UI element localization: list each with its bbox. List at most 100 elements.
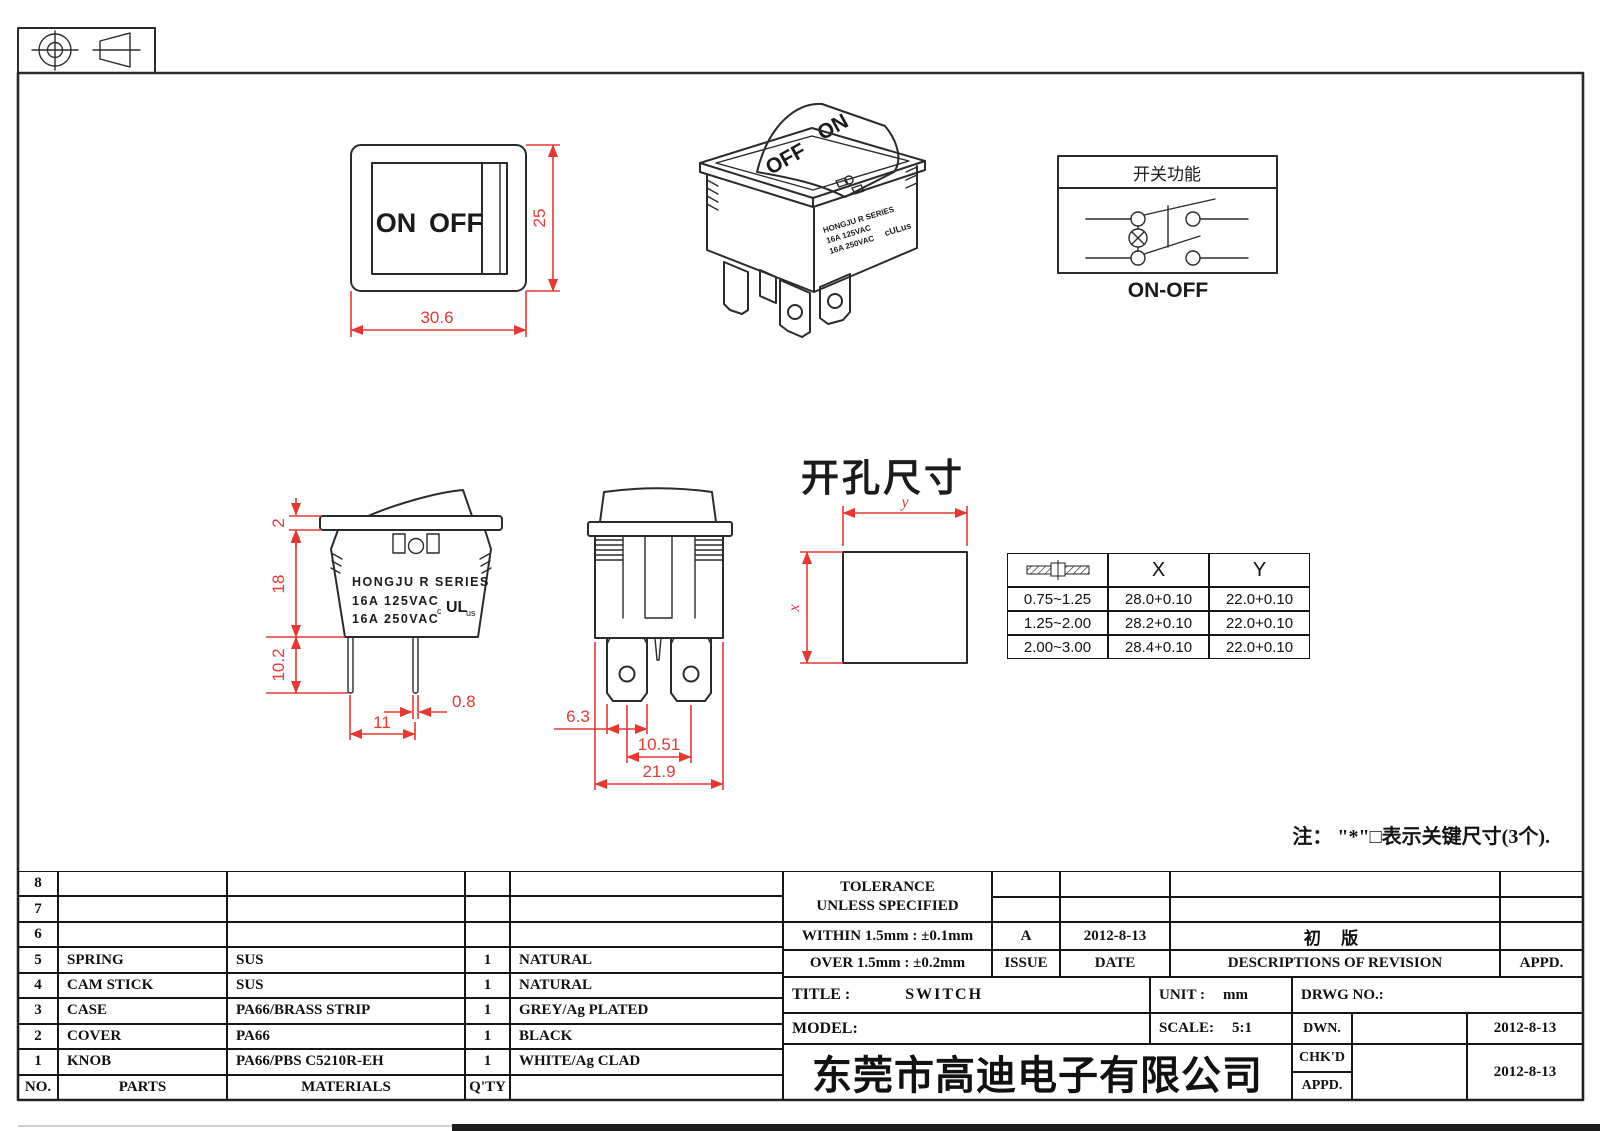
revision-description-label: DESCRIPTIONS OF REVISION (1170, 950, 1500, 977)
issue-value: A (992, 922, 1060, 950)
scale-label: SCALE: (1159, 1020, 1215, 1036)
bom-part (58, 871, 227, 897)
dwn-signature-cell (1352, 1013, 1467, 1044)
bom-qty: 1 (465, 998, 510, 1024)
unit-cell: UNIT : mm (1150, 977, 1292, 1013)
bom-header-color (510, 1074, 783, 1100)
tolerance-cell: TOLERANCE UNLESS SPECIFIED (783, 871, 992, 922)
bom-material: PA66/BRASS STRIP (227, 998, 465, 1024)
bom-color: WHITE/Ag CLAD (510, 1049, 783, 1075)
issue-label: ISSUE (992, 950, 1060, 977)
bom-qty (465, 871, 510, 897)
bom-no: 5 (18, 947, 58, 973)
bom-no: 7 (18, 896, 58, 922)
xy-cell: 28.2+0.10 (1108, 611, 1209, 635)
sheet-frame (16, 27, 1585, 1102)
dim-11: 11 (373, 713, 391, 732)
issue-date-value: 2012-8-13 (1060, 922, 1170, 950)
bom-material: PA66 (227, 1023, 465, 1050)
revision-description-value: 初 版 (1170, 922, 1500, 950)
bom-no: 8 (18, 871, 58, 897)
side-marking-line1: HONGJU R SERIES (352, 575, 490, 589)
drwg-no-cell: DRWG NO.: (1292, 977, 1583, 1013)
bom-qty: 1 (465, 1049, 510, 1075)
bom-part: CASE (58, 998, 227, 1024)
bom-material: SUS (227, 947, 465, 973)
bom-material (227, 896, 465, 922)
dim-21-9: 21.9 (642, 762, 675, 781)
dim-10-2: 10.2 (269, 648, 288, 681)
front-on-label: ON (376, 208, 417, 238)
bom-color: NATURAL (510, 947, 783, 973)
bom-header-parts: PARTS (58, 1074, 227, 1100)
revision-empty-cell (1500, 871, 1583, 897)
revision-empty-cell (1170, 871, 1500, 897)
side-marking-line3: 16A 250VAC (352, 612, 439, 626)
cutout-title: 开孔尺寸 (801, 458, 965, 500)
scale-value: 5:1 (1232, 1020, 1253, 1036)
title-cell: TITLE : SWITCH (783, 977, 1150, 1013)
dim-0-8: 0.8 (452, 692, 476, 711)
xy-cell: 28.0+0.10 (1108, 587, 1209, 611)
bom-color (510, 896, 783, 922)
front-view-dimensions: 25 30.6 (350, 144, 560, 337)
bom-qty (465, 896, 510, 922)
xy-cell: 1.25~2.00 (1007, 611, 1108, 635)
bom-material (227, 871, 465, 897)
date-label: DATE (1060, 950, 1170, 977)
bom-part: SPRING (58, 947, 227, 973)
xy-cell: 0.75~1.25 (1007, 587, 1108, 611)
projection-symbol-icon (31, 30, 141, 71)
function-mode-label: ON-OFF (1128, 279, 1209, 302)
xy-cell: 22.0+0.10 (1209, 587, 1310, 611)
unit-label: UNIT : (1159, 986, 1205, 1003)
side-view: HONGJU R SERIES 16A 125VAC 16A 250VAC c … (266, 489, 503, 740)
model-cell: MODEL: (783, 1013, 1150, 1044)
scale-cell: SCALE: 5:1 (1150, 1013, 1292, 1044)
tolerance-line2: UNLESS SPECIFIED (816, 897, 959, 914)
tolerance-within: WITHIN 1.5mm : ±0.1mm (783, 922, 992, 950)
bom-header-qty: Q'TY (465, 1074, 510, 1100)
bom-material: SUS (227, 972, 465, 999)
dwn-date: 2012-8-13 (1467, 1013, 1583, 1044)
xy-cell: 22.0+0.10 (1209, 611, 1310, 635)
bom-qty (465, 921, 510, 948)
front-off-label: OFF (429, 208, 483, 238)
appd-label: APPD. (1292, 1072, 1352, 1100)
isometric-view: ON OFF HONGJU R SERIES 16A 125VAC 16A 25… (699, 102, 926, 338)
key-dimension-note: 注： "*"□表示关键尺寸(3个). (1292, 826, 1550, 848)
function-box-title: 开关功能 (1133, 165, 1201, 184)
title-value: SWITCH (905, 986, 984, 1003)
cutout-dimensions: y x (786, 494, 968, 664)
tolerance-over: OVER 1.5mm : ±0.2mm (783, 950, 992, 977)
col-header-y: Y (1209, 553, 1310, 587)
title-label: TITLE : (792, 986, 851, 1003)
circuit-symbol (1085, 198, 1249, 266)
col-header-x: X (1108, 553, 1209, 587)
company-name: 东莞市高迪电子有限公司 (783, 1044, 1292, 1100)
chkd-appd-date: 2012-8-13 (1467, 1044, 1583, 1100)
bom-no: 6 (18, 921, 58, 948)
dim-18: 18 (269, 575, 288, 594)
chkd-label: CHK'D (1292, 1044, 1352, 1072)
scan-artifact-line (18, 1125, 452, 1127)
iso-body-marking: HONGJU R SERIES 16A 125VAC 16A 250VAC cU… (822, 205, 913, 256)
revision-empty-cell (992, 871, 1060, 897)
panel-section-icon (1026, 560, 1089, 580)
title-block: TOLERANCE UNLESS SPECIFIED WITHIN 1.5mm … (783, 871, 1583, 1100)
bom-material (227, 921, 465, 948)
dim-2: 2 (269, 518, 288, 527)
revision-empty-cell (1170, 897, 1500, 922)
dim-x: x (786, 604, 803, 612)
bom-material: PA66/PBS C5210R-EH (227, 1049, 465, 1075)
drwg-no-label: DRWG NO.: (1301, 986, 1384, 1003)
bom-header-materials: MATERIALS (227, 1074, 465, 1100)
dim-25: 25 (530, 209, 549, 228)
cutout-size-table: X Y 0.75~1.25 28.0+0.10 22.0+0.10 1.25~2… (1007, 553, 1310, 659)
cutout-view: 开孔尺寸 y x (786, 458, 968, 664)
front-view: ON OFF 25 30.6 (350, 144, 560, 337)
bom-qty: 1 (465, 1023, 510, 1050)
bom-header-no: NO. (18, 1074, 58, 1100)
